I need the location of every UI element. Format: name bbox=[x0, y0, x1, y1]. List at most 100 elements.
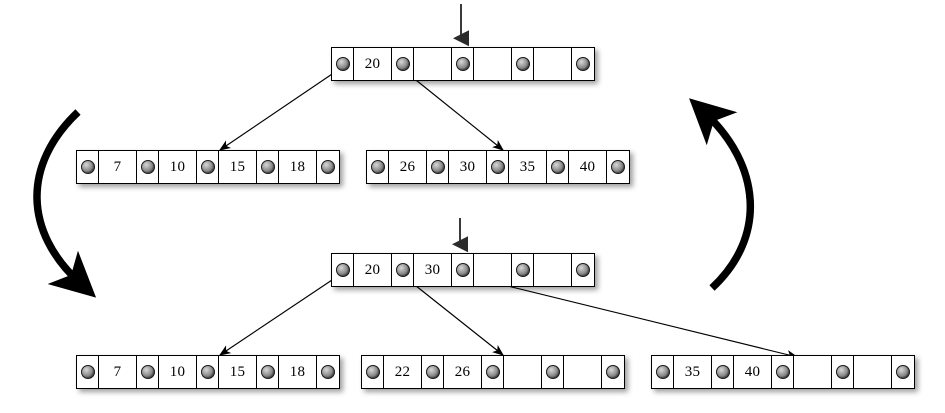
key-cell: 18 bbox=[279, 151, 317, 183]
pointer-dot-icon bbox=[425, 365, 440, 379]
pointer-cell bbox=[77, 151, 99, 183]
key-label: 10 bbox=[169, 363, 186, 380]
empty-key-cell bbox=[414, 48, 452, 80]
pointer-dot-icon bbox=[655, 365, 670, 379]
pointer-cell bbox=[832, 356, 854, 388]
leaf-node-right-before-split: 26 30 35 40 bbox=[366, 150, 630, 184]
pointer-cell bbox=[137, 356, 159, 388]
empty-key-cell bbox=[534, 48, 572, 80]
empty-key-cell bbox=[534, 254, 572, 286]
empty-key-cell bbox=[794, 356, 832, 388]
empty-key-cell bbox=[504, 356, 542, 388]
key-label: 7 bbox=[113, 363, 122, 380]
pointer-cell bbox=[572, 48, 594, 80]
pointer-dot-icon bbox=[80, 160, 95, 174]
edge-root-before-to-leaf-left bbox=[219, 67, 342, 151]
pointer-cell bbox=[367, 151, 389, 183]
key-label: 7 bbox=[113, 158, 122, 175]
key-label: 30 bbox=[424, 261, 441, 278]
key-cell: 26 bbox=[444, 356, 482, 388]
pointer-cell bbox=[512, 254, 534, 286]
pointer-cell bbox=[542, 356, 564, 388]
key-label: 20 bbox=[364, 261, 381, 278]
key-cell: 18 bbox=[279, 356, 317, 388]
edge-root-after-to-leaf-left bbox=[219, 273, 342, 356]
pointer-dot-icon bbox=[835, 365, 850, 379]
pointer-dot-icon bbox=[365, 365, 380, 379]
pointer-cell bbox=[257, 151, 279, 183]
pointer-cell bbox=[652, 356, 674, 388]
key-label: 40 bbox=[579, 158, 596, 175]
key-cell: 35 bbox=[509, 151, 547, 183]
pointer-cell bbox=[712, 356, 734, 388]
pointer-dot-icon bbox=[515, 57, 530, 71]
pointer-dot-icon bbox=[200, 160, 215, 174]
pointer-dot-icon bbox=[370, 160, 385, 174]
pointer-dot-icon bbox=[335, 57, 350, 71]
key-cell: 7 bbox=[99, 356, 137, 388]
pointer-cell bbox=[607, 151, 629, 183]
key-label: 26 bbox=[399, 158, 416, 175]
pointer-cell bbox=[452, 254, 474, 286]
pointer-dot-icon bbox=[606, 365, 620, 379]
pointer-cell bbox=[602, 356, 624, 388]
key-cell: 40 bbox=[569, 151, 607, 183]
pointer-dot-icon bbox=[395, 57, 410, 71]
pointer-cell bbox=[572, 254, 594, 286]
key-cell: 10 bbox=[159, 356, 197, 388]
pointer-cell bbox=[362, 356, 384, 388]
key-label: 22 bbox=[394, 363, 411, 380]
empty-key-cell bbox=[474, 254, 512, 286]
pointer-dot-icon bbox=[775, 365, 790, 379]
pointer-dot-icon bbox=[321, 365, 335, 379]
pointer-dot-icon bbox=[260, 160, 275, 174]
pointer-dot-icon bbox=[321, 160, 335, 174]
key-label: 26 bbox=[454, 363, 471, 380]
key-label: 30 bbox=[459, 158, 476, 175]
key-cell: 26 bbox=[389, 151, 427, 183]
key-cell: 20 bbox=[354, 48, 392, 80]
pointer-dot-icon bbox=[140, 365, 155, 379]
key-cell: 7 bbox=[99, 151, 137, 183]
pointer-dot-icon bbox=[140, 160, 155, 174]
pointer-cell bbox=[137, 151, 159, 183]
pointer-cell bbox=[317, 356, 339, 388]
transition-arrow-right bbox=[689, 98, 755, 291]
key-cell: 15 bbox=[219, 356, 257, 388]
key-label: 35 bbox=[519, 158, 536, 175]
pointer-cell bbox=[257, 356, 279, 388]
pointer-cell bbox=[197, 356, 219, 388]
pointer-dot-icon bbox=[200, 365, 215, 379]
pointer-cell bbox=[422, 356, 444, 388]
pointer-cell bbox=[487, 151, 509, 183]
key-label: 15 bbox=[229, 363, 246, 380]
pointer-cell bbox=[392, 48, 414, 80]
pointer-cell bbox=[772, 356, 794, 388]
pointer-dot-icon bbox=[550, 160, 565, 174]
pointer-cell bbox=[427, 151, 449, 183]
key-label: 18 bbox=[289, 363, 306, 380]
key-label: 18 bbox=[289, 158, 306, 175]
pointer-dot-icon bbox=[715, 365, 730, 379]
pointer-dot-icon bbox=[455, 263, 470, 277]
key-cell: 35 bbox=[674, 356, 712, 388]
pointer-dot-icon bbox=[576, 263, 590, 277]
pointer-dot-icon bbox=[430, 160, 445, 174]
pointer-cell bbox=[452, 48, 474, 80]
pointer-cell bbox=[332, 48, 354, 80]
pointer-cell bbox=[77, 356, 99, 388]
leaf-node-middle-after-split: 22 26 bbox=[361, 355, 625, 389]
pointer-dot-icon bbox=[515, 263, 530, 277]
pointer-cell bbox=[547, 151, 569, 183]
pointer-dot-icon bbox=[260, 365, 275, 379]
root-node-before-split: 20 bbox=[331, 47, 595, 81]
key-cell: 10 bbox=[159, 151, 197, 183]
pointer-cell bbox=[332, 254, 354, 286]
empty-key-cell bbox=[854, 356, 892, 388]
pointer-dot-icon bbox=[611, 160, 625, 174]
key-cell: 30 bbox=[449, 151, 487, 183]
key-cell: 20 bbox=[354, 254, 392, 286]
